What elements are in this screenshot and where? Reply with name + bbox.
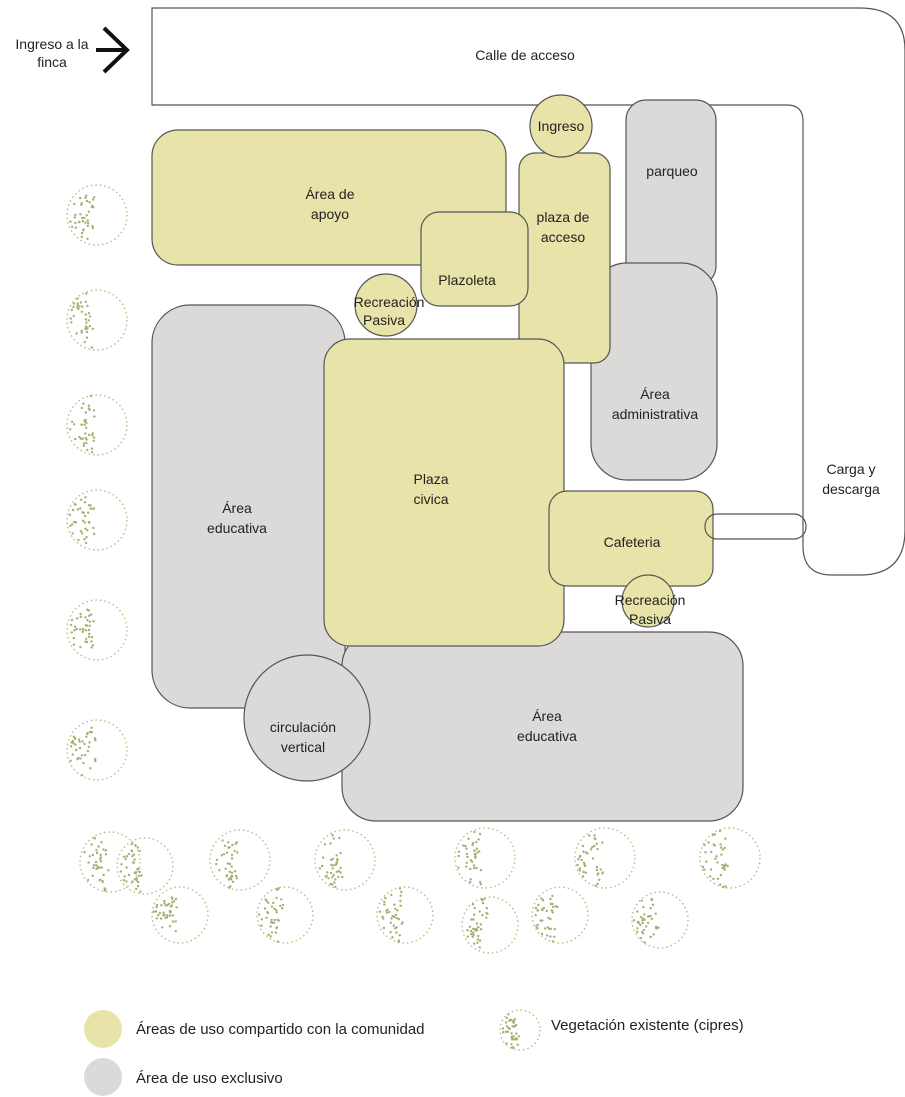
zone-administrativa-label-1: Área (640, 386, 670, 402)
zone-educativa-2-label-2: educativa (517, 728, 577, 744)
cypress-tree-icon (116, 837, 174, 895)
cypress-tree-icon (376, 886, 434, 944)
cypress-tree-icon (66, 289, 128, 351)
cypress-tree-icon (79, 831, 141, 893)
zone-plaza-acceso-label-2: acceso (541, 229, 586, 245)
cypress-tree-icon (461, 896, 519, 954)
zone-educativa-1-label-1: Área (222, 500, 252, 516)
cypress-tree-icon (66, 394, 128, 456)
access-road-label: Calle de acceso (475, 47, 575, 63)
zone-recreacion-pasiva-1 (354, 273, 418, 337)
zone-carga-label-1: Carga y (826, 461, 875, 477)
legend-vegetation-icon (499, 1009, 541, 1051)
cypress-tree-icon (66, 489, 128, 551)
legend-vegetation-label: Vegetación existente (cipres) (551, 1017, 744, 1034)
legend-shared-label: Áreas de uso compartido con la comunidad (136, 1021, 425, 1038)
zone-area-apoyo (151, 129, 507, 266)
cypress-tree-icon (574, 827, 636, 889)
zone-parqueo-label: parqueo (646, 163, 698, 179)
zone-area-apoyo-label-1: Área de (305, 186, 354, 202)
zone-circulacion-vertical (243, 654, 371, 782)
zone-ingreso-label: Ingreso (538, 118, 585, 134)
cypress-tree-icon (454, 827, 516, 889)
legend-exclusive-swatch (84, 1058, 122, 1096)
zone-educativa-2-label-1: Área (532, 708, 562, 724)
cypress-tree-icon (314, 829, 376, 891)
cypress-tree-icon (66, 184, 128, 246)
zone-area-apoyo-label-2: apoyo (311, 206, 349, 222)
zone-circulacion-label-2: vertical (281, 739, 325, 755)
zone-cafeteria-label: Cafeteria (604, 534, 661, 550)
cypress-tree-icon (209, 829, 271, 891)
zone-circulacion-label-1: circulación (270, 719, 336, 735)
cypress-tree-icon (66, 719, 128, 781)
zone-administrativa-label-2: administrativa (612, 406, 699, 422)
zone-carga-label-2: descarga (822, 481, 880, 497)
zone-ingreso (529, 94, 593, 158)
zone-recreacion-2-label-1: Recreación (615, 592, 686, 608)
zone-plaza-acceso (518, 152, 611, 364)
zone-parqueo (625, 99, 717, 287)
zone-plazoleta (420, 211, 529, 307)
entry-label-line2: finca (37, 54, 67, 70)
legend-exclusive-label: Área de uso exclusivo (136, 1070, 283, 1087)
zone-administrativa (590, 262, 718, 481)
zone-plaza-acceso-label-1: plaza de (537, 209, 590, 225)
cypress-tree-icon (631, 891, 689, 949)
cypress-tree-icon (699, 827, 761, 889)
access-road (151, 7, 905, 576)
existing-vegetation (66, 184, 761, 954)
zone-recreacion-pasiva-2 (621, 574, 675, 628)
cypress-tree-icon (256, 886, 314, 944)
cypress-tree-icon (151, 886, 209, 944)
zone-recreacion-2-label-2: Pasiva (629, 611, 671, 627)
service-connector (704, 513, 807, 540)
zone-plazoleta-label: Plazoleta (438, 272, 496, 288)
entry-label-line1: Ingreso a la (15, 36, 88, 52)
legend-shared-swatch (84, 1010, 122, 1048)
zone-plaza-civica-label-2: civica (413, 491, 448, 507)
cypress-tree-icon (531, 886, 589, 944)
zone-recreacion-1-label-1: Recreación (354, 294, 425, 310)
zone-area-educativa-2 (341, 631, 744, 822)
zone-educativa-1-label-2: educativa (207, 520, 267, 536)
zone-recreacion-1-label-2: Pasiva (363, 312, 405, 328)
cypress-tree-legend-icon (499, 1009, 541, 1051)
cypress-tree-icon (66, 599, 128, 661)
zone-plaza-civica-label-1: Plaza (413, 471, 448, 487)
